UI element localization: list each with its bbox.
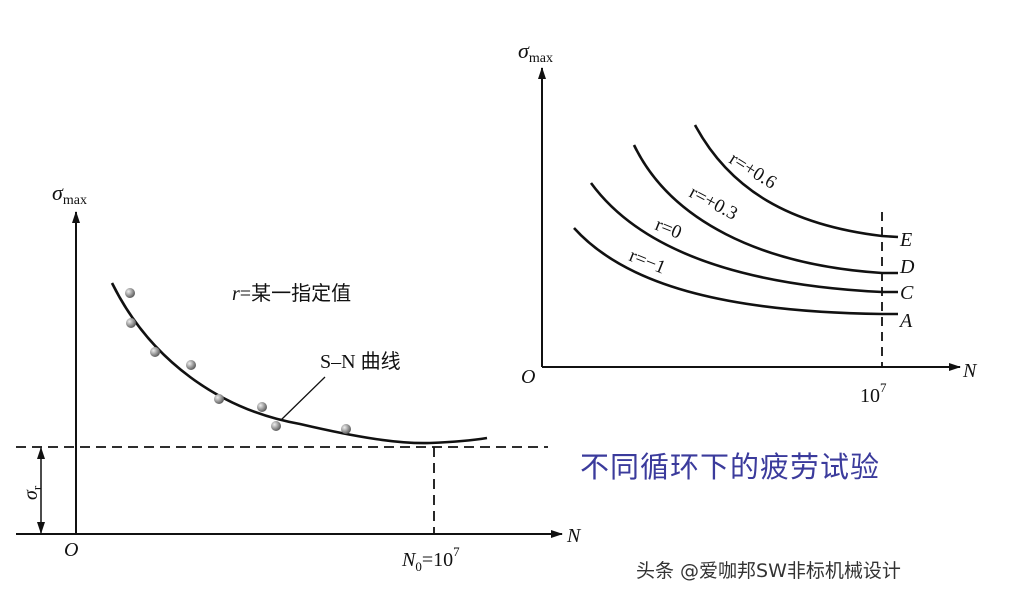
sigma-r-label: σr [20,485,44,500]
test-data-points [125,288,351,434]
sn-curve [110,282,488,445]
right-x-axis-label: N [962,360,978,382]
end-label-d: D [899,256,915,278]
ratio-label-e: r=+0.6 [725,148,780,193]
data-point [214,394,224,404]
left-x-axis-label: N [566,525,582,547]
n-10-7-tick-label: 107 [860,380,887,407]
right-y-axis-label: σmax [518,38,553,66]
data-point [341,424,351,434]
right-origin-label: O [521,366,535,388]
end-label-c: C [900,282,914,304]
watermark: 头条 @爱咖邦SW非标机械设计 [636,560,901,582]
end-label-e: E [899,229,912,251]
data-point [125,288,135,298]
sn-curve-label: S–N 曲线 [320,350,401,373]
curve-e [693,124,899,239]
left-y-axis-label: σmax [52,180,87,208]
curve-a [573,227,898,316]
right-stress-ratio-diagram: σmax O N 107 r=+0.6 r=+0.3 r=0 r=−1 E D … [518,38,978,407]
data-point [150,347,160,357]
ratio-label-a: r=−1 [626,245,668,278]
end-label-a: A [898,310,913,332]
left-origin-label: O [64,539,78,561]
n0-label: N0=107 [401,544,460,574]
curve-d [632,144,898,275]
data-point [186,360,196,370]
data-point [257,402,267,412]
ratio-label-d: r=+0.3 [686,182,741,225]
caption-title: 不同循环下的疲劳试验 [580,450,881,484]
curve-leader-line [280,376,326,421]
condition-label: r=某一指定值 [232,282,351,305]
data-point [126,318,136,328]
data-point [271,421,281,431]
left-sn-diagram: σmax O N r=某一指定值 S–N 曲线 σr N0=107 [16,180,582,574]
curve-c [589,182,898,294]
